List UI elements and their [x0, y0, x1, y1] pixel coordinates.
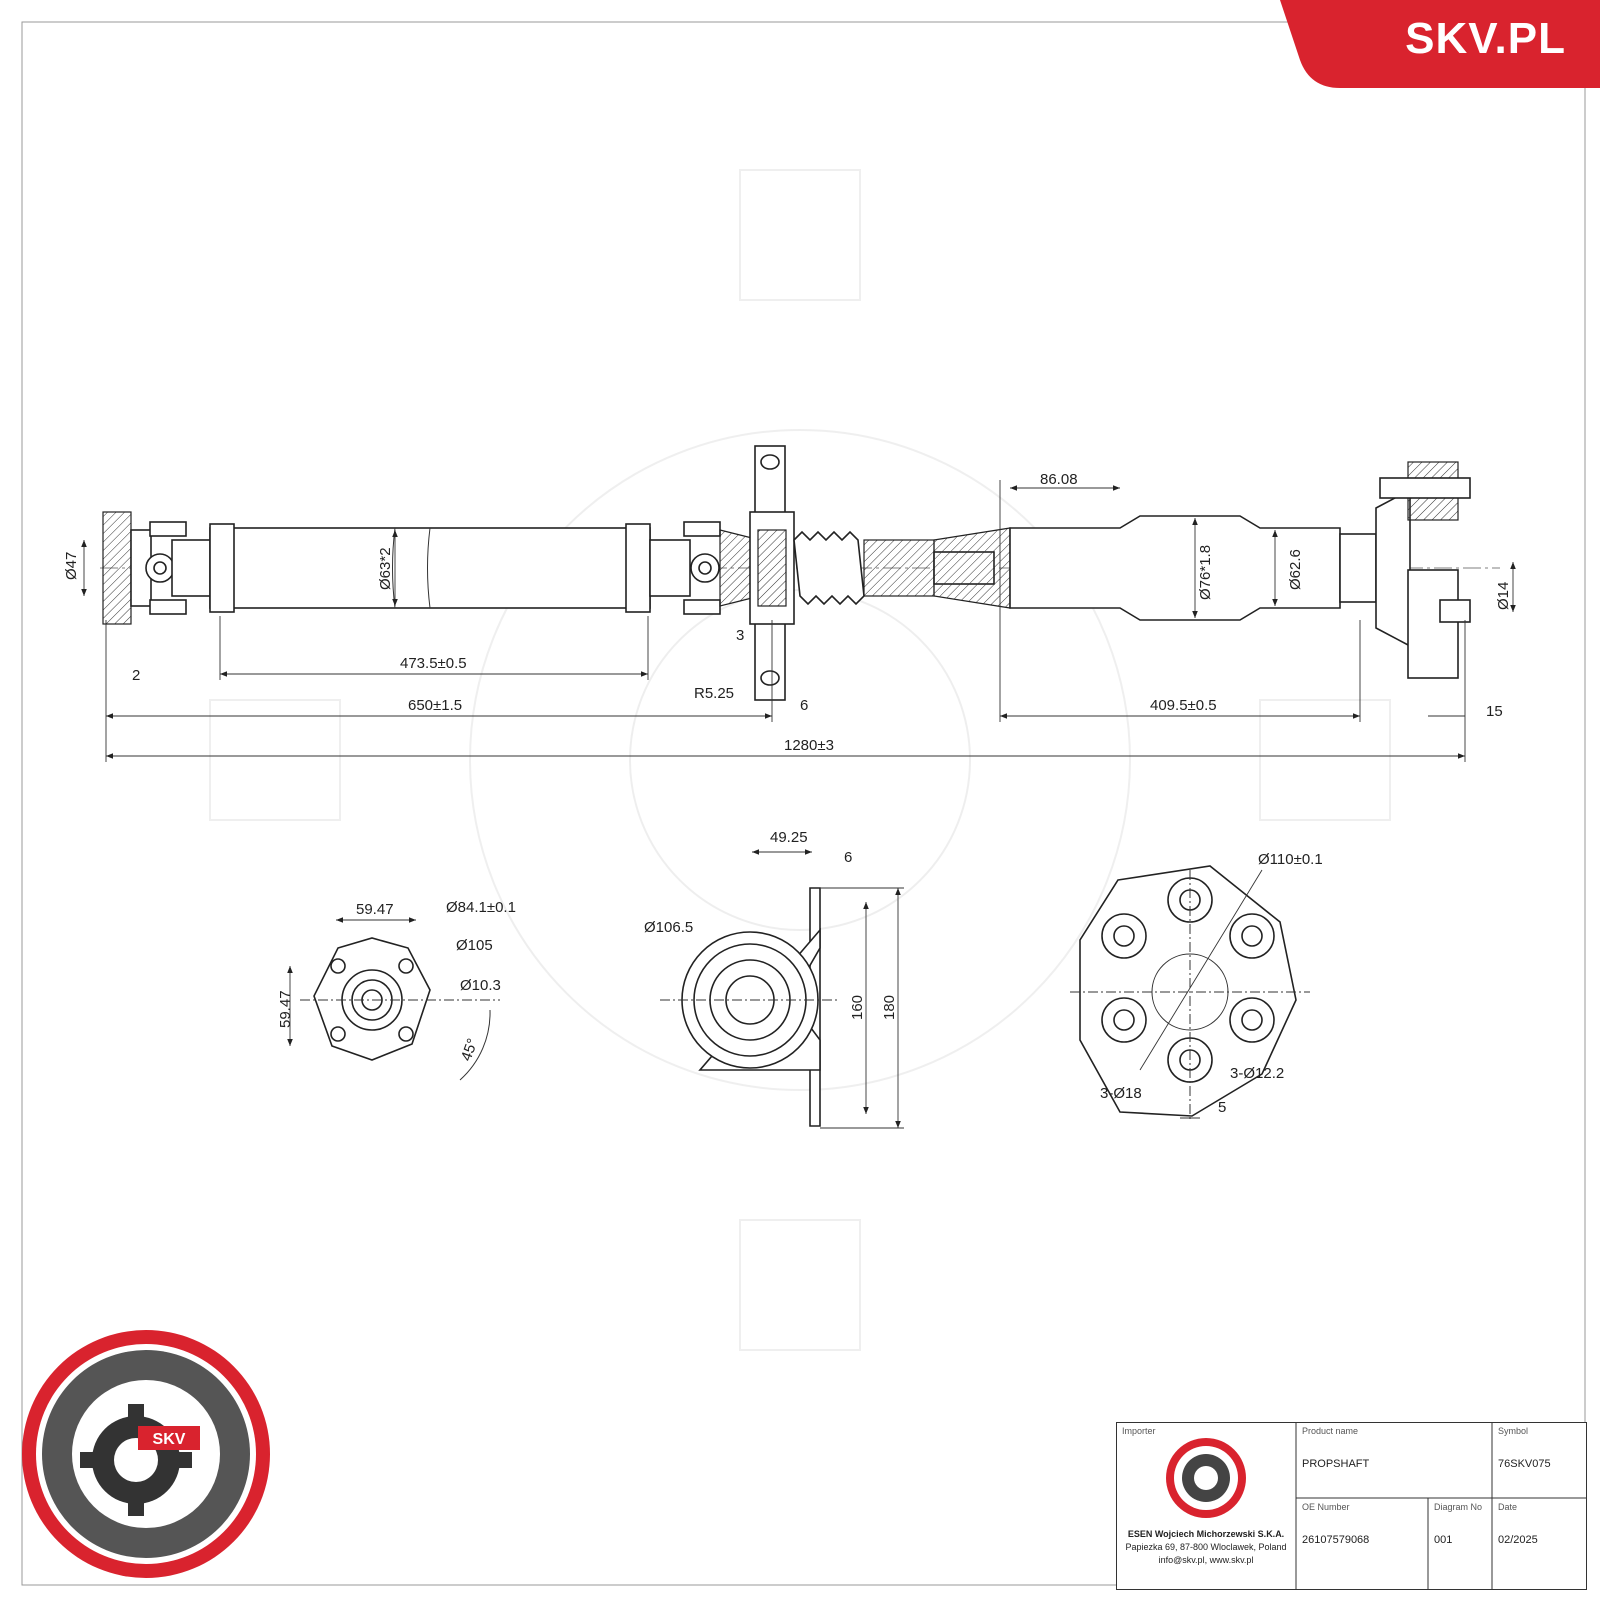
left-flange-yoke	[102, 511, 213, 625]
dim-bearing-180: 180	[881, 995, 898, 1020]
dim-3: 3	[736, 627, 744, 644]
rear-tube	[1009, 515, 1377, 621]
dim-d14: Ø14	[1495, 582, 1512, 610]
importer-address: ESEN Wojciech Michorzewski S.K.A. Papiez…	[1116, 1528, 1296, 1567]
oe-label: OE Number	[1302, 1502, 1350, 1512]
rear-flex-coupling	[1375, 461, 1471, 679]
title-block: Importer Product name PROPSHAFT Symbol 7…	[1116, 1422, 1587, 1590]
dim-flange-d105: Ø105	[456, 937, 493, 954]
dim-bearing-6: 6	[844, 849, 852, 866]
dim-d47: Ø47	[63, 552, 80, 580]
dim-coupling-3-d12-2: 3-Ø12.2	[1230, 1065, 1284, 1082]
company-contact: info@skv.pl, www.skv.pl	[1158, 1555, 1254, 1565]
dim-bearing-d106-5: Ø106.5	[644, 919, 693, 936]
dim-r5-25: R5.25	[694, 685, 734, 702]
product-value: PROPSHAFT	[1302, 1458, 1370, 1470]
dim-coupling-d110: Ø110±0.1	[1258, 851, 1323, 868]
svg-text:SKV: SKV	[153, 1431, 186, 1448]
dim-d62-6: Ø62.6	[1287, 549, 1304, 590]
dim-d76: Ø76*1.8	[1197, 545, 1214, 600]
symbol-value: 76SKV075	[1498, 1458, 1551, 1470]
date-value: 02/2025	[1498, 1534, 1538, 1546]
dim-86-08: 86.08	[1040, 471, 1078, 488]
dim-2: 2	[132, 667, 140, 684]
dim-473-5: 473.5±0.5	[400, 655, 467, 672]
sheet-border	[21, 21, 1586, 1586]
front-tube	[209, 523, 651, 613]
company-address: Papiezka 69, 87-800 Wloclawek, Poland	[1125, 1542, 1287, 1552]
dim-1280: 1280±3	[784, 737, 834, 754]
brand-corner-banner	[1280, 0, 1600, 88]
importer-label: Importer	[1122, 1426, 1156, 1436]
dim-flange-59-47-w: 59.47	[356, 901, 394, 918]
center-bearing-bracket	[749, 445, 795, 701]
dim-flange-d84-1: Ø84.1±0.1	[446, 899, 516, 916]
propshaft-side-view	[100, 445, 1500, 701]
watermark-gear-icon	[209, 169, 1391, 1351]
diagram-value: 001	[1434, 1534, 1453, 1546]
dim-650: 650±1.5	[408, 697, 462, 714]
diagram-label: Diagram No	[1434, 1502, 1483, 1512]
symbol-label: Symbol	[1498, 1426, 1529, 1436]
bearing-front-view: 49.25 6 Ø106.5 160 180	[644, 829, 904, 1129]
dim-coupling-5: 5	[1218, 1099, 1226, 1116]
dim-bearing-160: 160	[849, 995, 866, 1020]
side-view-dimensions	[81, 480, 1516, 762]
dim-6: 6	[800, 697, 808, 714]
brand-site-label: SKV.PL	[1405, 14, 1566, 63]
slip-joint	[793, 527, 1011, 609]
flange-front-view: 59.47 59.47 Ø84.1±0.1 Ø105 Ø10.3 45°	[277, 899, 516, 1081]
date-label: Date	[1498, 1502, 1518, 1512]
company-name: ESEN Wojciech Michorzewski S.K.A.	[1127, 1529, 1285, 1539]
dim-15: 15	[1486, 703, 1503, 720]
coupling-front-view: Ø110±0.1 3-Ø18 3-Ø12.2 5	[1070, 851, 1323, 1120]
dim-coupling-3-d18: 3-Ø18	[1100, 1085, 1142, 1102]
oe-value: 26107579068	[1302, 1534, 1370, 1546]
dim-flange-59-47-h: 59.47	[277, 990, 294, 1028]
dim-bearing-49-25: 49.25	[770, 829, 808, 846]
dim-flange-d10-3: Ø10.3	[460, 977, 501, 994]
dim-409-5: 409.5±0.5	[1150, 697, 1217, 714]
dim-flange-angle: 45°	[458, 1036, 482, 1063]
side-view-labels: Ø47 Ø63*2 Ø76*1.8 Ø62.6 Ø14 86.08 473.5±…	[63, 471, 1512, 754]
skv-seal-logo: SKV	[22, 1330, 270, 1578]
product-label: Product name	[1302, 1426, 1359, 1436]
dim-d63: Ø63*2	[377, 547, 394, 590]
center-joint	[649, 521, 761, 615]
